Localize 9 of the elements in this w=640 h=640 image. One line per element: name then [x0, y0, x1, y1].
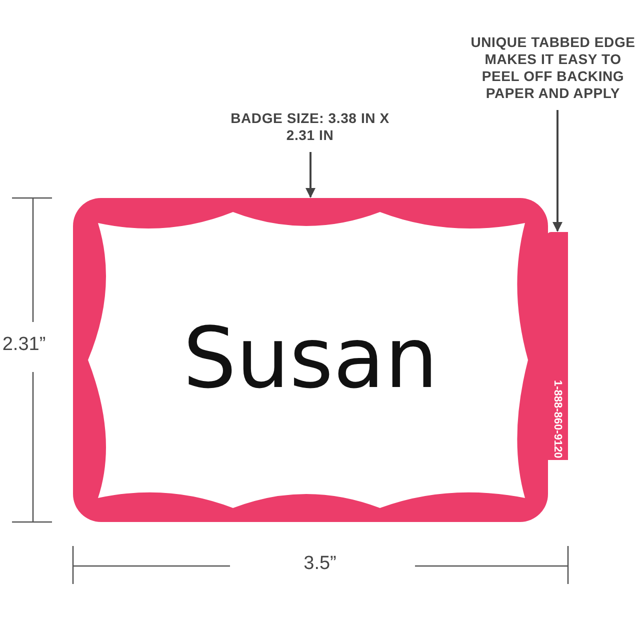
arrow [306, 152, 316, 198]
badge-tab: 1-888-860-9120 [547, 232, 568, 460]
dimension-label: 2.31” [1, 334, 47, 356]
callout-text: UNIQUE TABBED EDGE MAKES IT EASY TO PEEL OFF BACKING PAPER AND APPLY [466, 34, 640, 102]
arrow [552, 110, 562, 232]
name-text: Susan [182, 309, 438, 408]
dimension-label: 3.5” [302, 553, 338, 575]
name-badge [73, 198, 548, 522]
callout-text: BADGE SIZE: 3.38 IN X 2.31 IN [230, 110, 390, 144]
